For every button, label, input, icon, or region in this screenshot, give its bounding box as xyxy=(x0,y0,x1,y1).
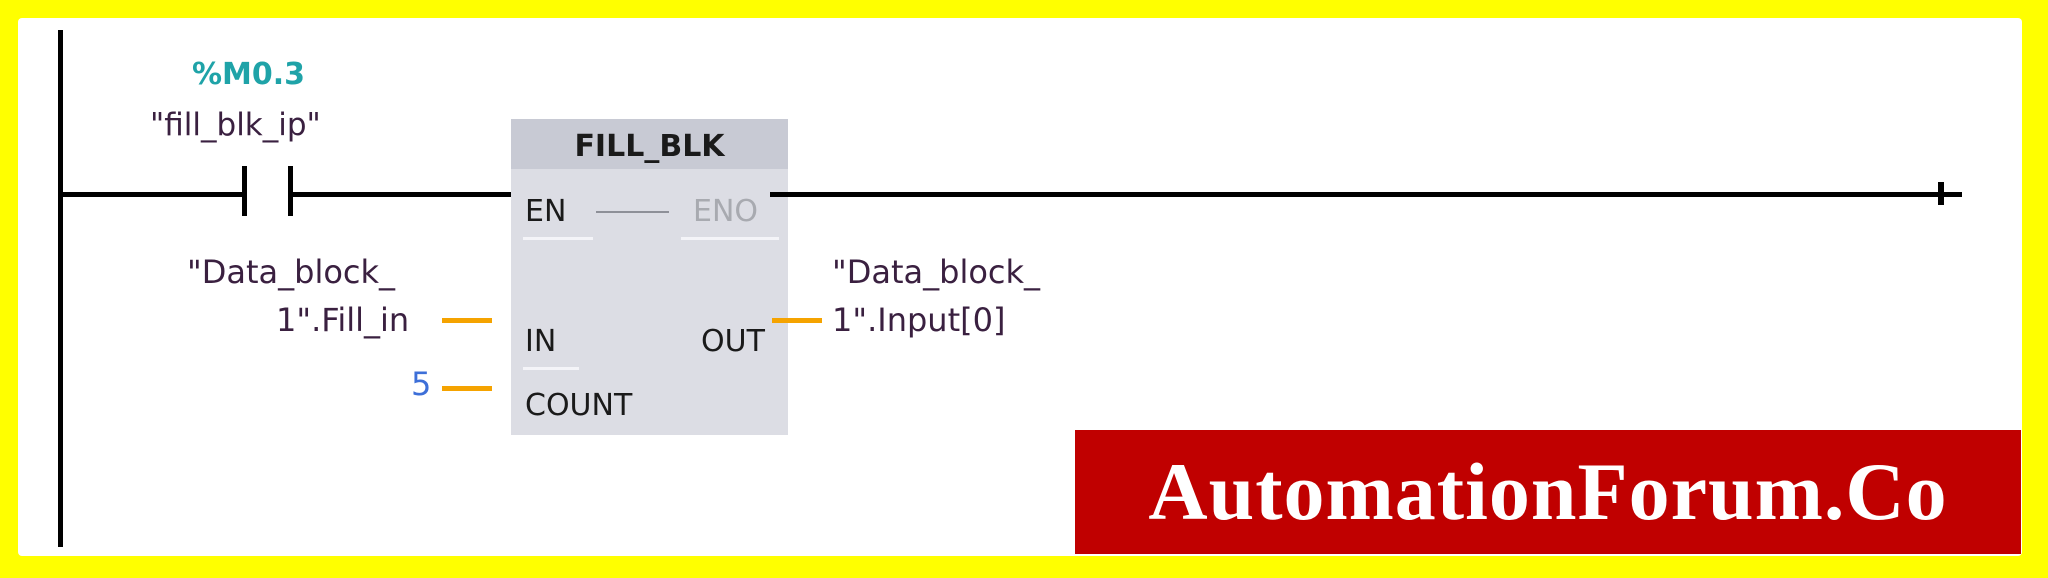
pin-eno-underline xyxy=(681,237,779,240)
pin-en-underline xyxy=(523,237,593,240)
out-operand-line2[interactable]: 1".Input[0] xyxy=(832,301,1006,339)
watermark-banner: AutomationForum.Co xyxy=(1075,430,2021,554)
fill-blk-instruction[interactable]: FILL_BLK EN ENO IN OUT COUNT xyxy=(511,119,788,435)
rung-end-marker xyxy=(1938,182,1944,205)
in-operand-line1[interactable]: "Data_block_ xyxy=(187,253,396,291)
count-operand[interactable]: 5 xyxy=(411,365,432,403)
rung-wire xyxy=(770,192,1962,197)
contact-tag: "fill_blk_ip" xyxy=(150,107,321,143)
left-power-rail xyxy=(58,30,63,547)
pin-en[interactable]: EN xyxy=(525,194,567,229)
in-operand-wire xyxy=(442,318,492,323)
count-operand-wire xyxy=(442,386,492,391)
pin-in[interactable]: IN xyxy=(525,324,557,359)
contact-left-bar-icon xyxy=(242,166,247,216)
rung-wire xyxy=(63,192,243,197)
normally-open-contact[interactable] xyxy=(222,166,302,222)
en-eno-link xyxy=(596,211,669,213)
in-operand-line2[interactable]: 1".Fill_in xyxy=(276,301,410,339)
contact-address: %M0.3 xyxy=(192,57,306,92)
rung-wire xyxy=(290,192,511,197)
out-operand-wire xyxy=(772,318,822,323)
pin-in-underline xyxy=(523,367,579,370)
instruction-title: FILL_BLK xyxy=(511,119,788,169)
pin-out[interactable]: OUT xyxy=(701,324,765,359)
ladder-canvas: %M0.3 "fill_blk_ip" FILL_BLK EN ENO IN O… xyxy=(18,18,2022,556)
out-operand-line1[interactable]: "Data_block_ xyxy=(832,253,1041,291)
pin-count[interactable]: COUNT xyxy=(525,388,633,423)
pin-eno[interactable]: ENO xyxy=(693,194,759,229)
contact-right-bar-icon xyxy=(288,166,293,216)
